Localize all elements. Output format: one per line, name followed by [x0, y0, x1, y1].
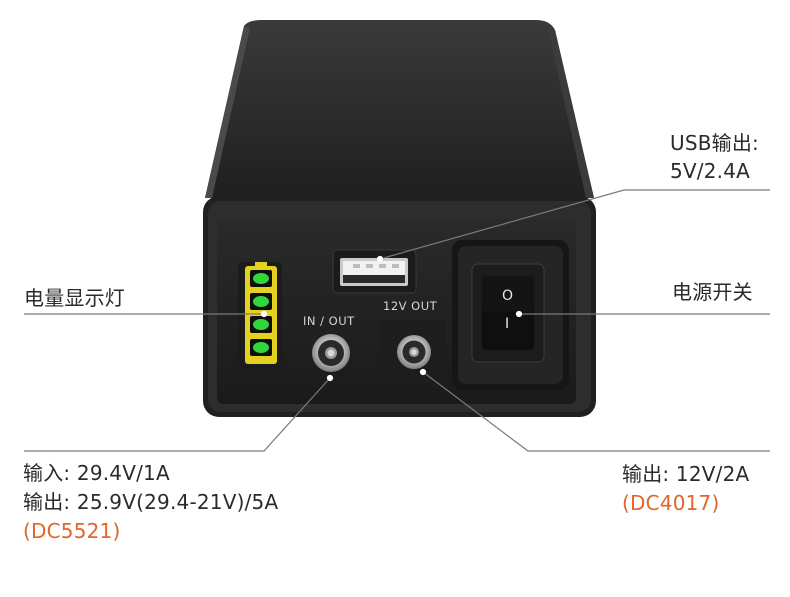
- device-right-edge: [548, 30, 594, 198]
- output-12v-spec: 输出: 12V/2A: [622, 462, 750, 486]
- usb-callout-line: [379, 189, 770, 260]
- usb-port: [332, 249, 417, 294]
- battery-led-4: [250, 339, 272, 356]
- input-spec: 输入: 29.4V/1A: [23, 461, 170, 485]
- switch-on-glyph: I: [505, 316, 510, 332]
- dc5521-callout-line: [24, 377, 331, 452]
- power-switch-label: 电源开关: [672, 280, 753, 304]
- switch-off-glyph: O: [502, 288, 514, 304]
- dc5521-jack: [312, 334, 350, 372]
- output-12v-connector-type: (DC4017): [622, 491, 720, 515]
- dc4017-jack: [380, 320, 446, 384]
- battery-led-3: [250, 316, 272, 333]
- power-switch: [452, 240, 569, 390]
- device-left-edge: [205, 26, 250, 198]
- battery-indicator: [238, 262, 282, 368]
- device-top-surface: [205, 20, 594, 198]
- output-spec-main: 输出: 25.9V(29.4-21V)/5A: [23, 490, 279, 514]
- callout-lines: [24, 189, 770, 452]
- dc4017-callout-line: [422, 371, 770, 452]
- usb-output-title: USB输出:: [670, 131, 759, 155]
- battery-indicator-label: 电量显示灯: [24, 286, 125, 310]
- battery-led-1: [250, 270, 272, 287]
- input-connector-type: (DC5521): [23, 519, 121, 543]
- port-label-12v-out: 12V OUT: [383, 299, 438, 313]
- usb-output-spec: 5V/2.4A: [670, 159, 751, 183]
- port-label-in-out: IN / OUT: [303, 314, 355, 328]
- battery-led-2: [250, 293, 272, 310]
